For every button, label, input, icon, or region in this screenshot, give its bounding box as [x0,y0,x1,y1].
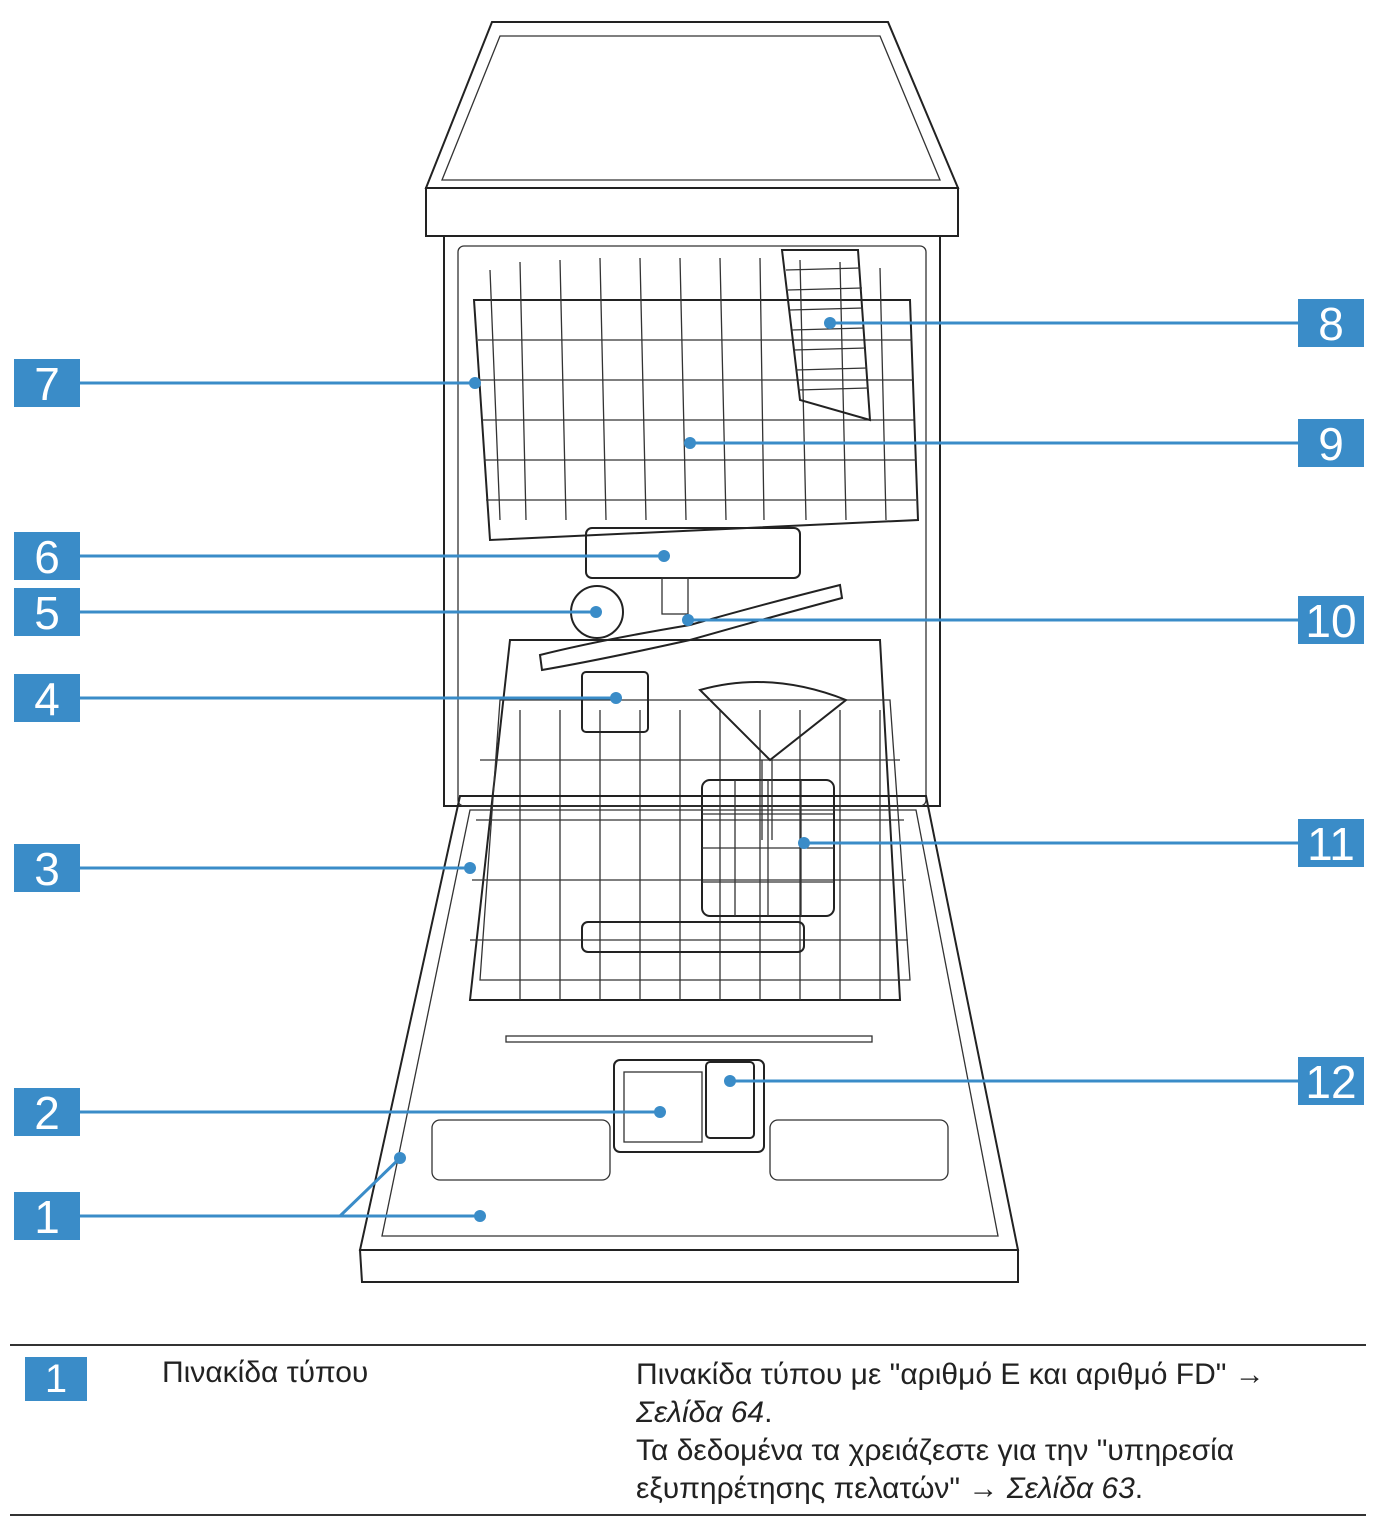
legend-desc-line2: Τα δεδομένα τα χρειάζεστε για την "υπηρε… [636,1434,1234,1505]
callout-10: 10 [1298,595,1364,647]
callout-3: 3 [14,843,80,895]
callout-9: 9 [1298,418,1364,470]
svg-text:3: 3 [34,843,60,895]
legend-number-badge: 1 [25,1357,87,1401]
svg-text:7: 7 [34,358,60,410]
svg-text:2: 2 [34,1087,60,1139]
legend-top-rule [10,1344,1366,1346]
svg-text:4: 4 [34,673,60,725]
legend-desc-line1: Πινακίδα τύπου με "αριθμό E και αριθμό F… [636,1358,1265,1391]
upper-basket [474,258,918,540]
svg-text:1: 1 [34,1191,60,1243]
svg-text:6: 6 [34,531,60,583]
legend-bottom-rule [10,1514,1366,1516]
callout-4: 4 [14,673,80,725]
callout-5: 5 [14,587,80,639]
callout-11: 11 [1298,818,1364,870]
legend-term: Πινακίδα τύπου [162,1356,368,1390]
svg-text:12: 12 [1305,1056,1356,1108]
page-ref-63[interactable]: Σελίδα 63 [1007,1472,1135,1505]
callout-7: 7 [14,358,80,410]
callout-12: 12 [1298,1056,1364,1108]
cutlery-basket [700,682,846,916]
legend-description: Πινακίδα τύπου με "αριθμό E και αριθμό F… [636,1356,1356,1508]
callout-1: 1 [14,1191,80,1243]
callout-2: 2 [14,1087,80,1139]
knife-shelf [782,250,870,420]
lower-basket [470,640,910,1000]
svg-text:9: 9 [1318,418,1344,470]
svg-text:10: 10 [1305,595,1356,647]
svg-text:8: 8 [1318,298,1344,350]
leader-lines [80,317,1298,1222]
detergent-dispenser [614,1060,764,1152]
page-ref-64[interactable]: Σελίδα 64 [636,1396,764,1429]
callout-6: 6 [14,531,80,583]
svg-text:11: 11 [1307,818,1355,870]
top-spray-unit [586,528,800,578]
callout-8: 8 [1298,298,1364,350]
dishwasher-diagram: 1 2 3 4 5 6 7 8 9 10 11 12 [0,0,1376,1330]
middle-spray-arm [540,585,842,670]
worktop [426,22,958,236]
svg-text:5: 5 [34,587,60,639]
